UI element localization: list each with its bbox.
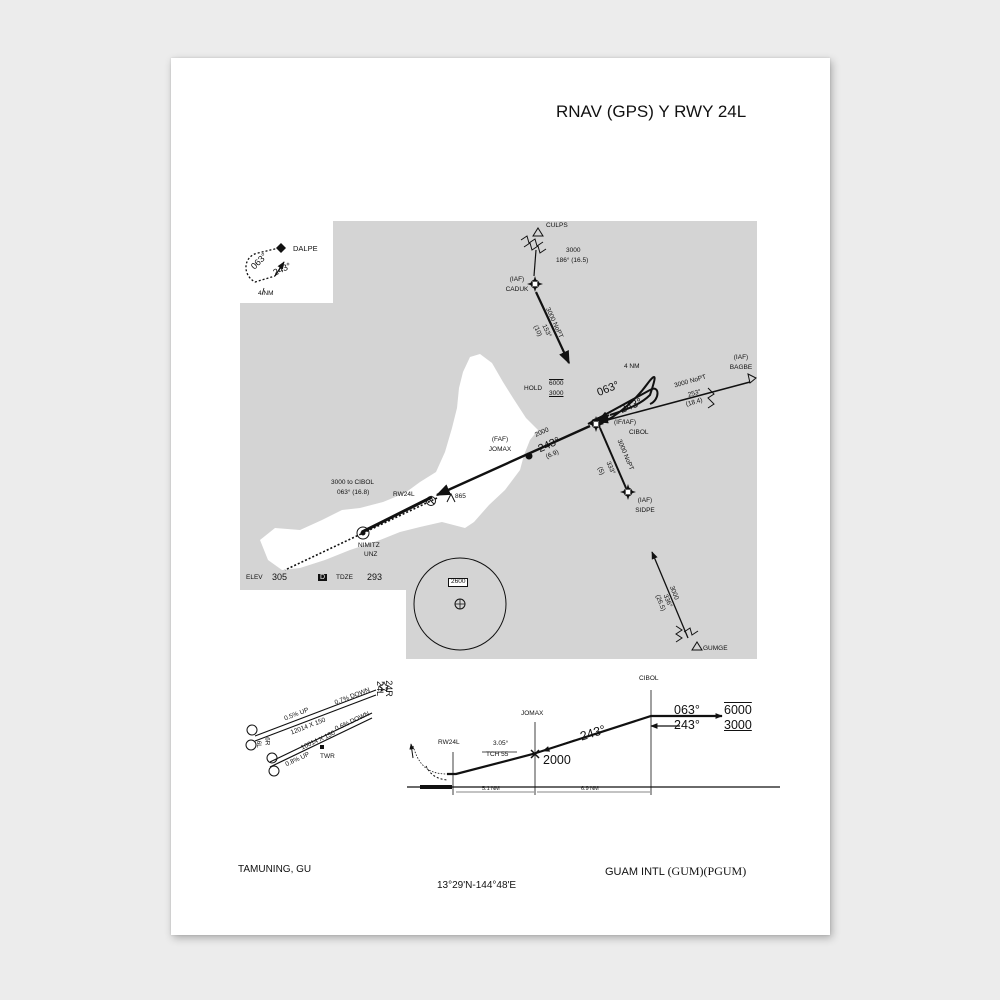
dalpe-label: DALPE: [293, 244, 318, 253]
sidpe-label: SIDPE: [635, 507, 655, 514]
sidpe-role: (IAF): [637, 497, 653, 504]
profile-runway-label: RW24L: [438, 739, 460, 746]
jomax-label: JOMAX: [488, 446, 512, 453]
nimitz-label: NIMITZ: [358, 542, 380, 549]
gumge-leg: [651, 551, 703, 651]
elev-label: ELEV: [246, 574, 263, 581]
profile-distance-1: 5.1 NM: [482, 786, 500, 792]
tdze-value: 293: [367, 572, 383, 582]
dme-symbol: D: [318, 574, 328, 581]
rwy-24l-number: 24L: [375, 680, 386, 697]
inset-leg-length: 4 NM: [258, 290, 274, 297]
tower-label: TWR: [320, 753, 335, 760]
profile-glidepath: 3.05°: [493, 740, 509, 747]
profile-tch: TCH 55: [486, 751, 509, 758]
airport-diagram: [245, 681, 390, 777]
city-label: TAMUNING, GU: [238, 864, 312, 875]
profile-min-altitude: 3000: [724, 718, 752, 732]
bagbe-role: (IAF): [733, 354, 749, 361]
obstacle-elevation: 865: [455, 493, 466, 500]
airport-name-text: GUAM INTL: [605, 866, 665, 878]
profile-jomax-label: JOMAX: [521, 710, 544, 717]
airport-coordinates: 13°29'N-144°48'E: [437, 880, 517, 891]
plan-runway-label: RW24L: [393, 491, 415, 498]
culps-altitude: 3000: [566, 247, 581, 254]
procedure-title: RNAV (GPS) Y RWY 24L: [556, 102, 747, 121]
cibol-role: (IF/IAF): [614, 419, 637, 426]
profile-cibol-label: CIBOL: [639, 675, 659, 682]
rwy-6r-number: 6R: [263, 737, 271, 746]
unz-label: UNZ: [364, 551, 378, 558]
island-landmass: [260, 354, 538, 570]
elev-value: 305: [272, 572, 288, 582]
airport-name: GUAM INTL (GUM)(PGUM): [605, 865, 746, 878]
profile-view: [407, 690, 780, 795]
missed-altitude: 3000 to CIBOL: [331, 479, 374, 486]
approach-course: [284, 373, 757, 571]
airport-identifiers: (GUM)(PGUM): [667, 864, 747, 878]
cibol-label: CIBOL: [629, 429, 649, 436]
hold-max-altitude: 6000: [549, 380, 564, 387]
jomax-role: (FAF): [491, 436, 509, 443]
caduk-label: CADUK: [505, 286, 529, 293]
tdze-label: TDZE: [336, 574, 353, 581]
hold-min-altitude: 3000: [549, 390, 564, 397]
inset-hold: [245, 243, 286, 296]
hold-leg-length: 4 NM: [624, 363, 640, 370]
culps-label: CULPS: [546, 222, 568, 229]
gumge-label: GUMGE: [703, 645, 728, 652]
hold-label: HOLD: [524, 385, 543, 392]
rwy-6l-number: 6L: [254, 740, 262, 748]
profile-course-out: 063°: [674, 703, 700, 717]
culps-course: 186° (16.5): [556, 257, 589, 264]
msa-circle: [413, 557, 507, 651]
profile-max-altitude: 6000: [724, 703, 752, 717]
bagbe-label: BAGBE: [729, 364, 753, 371]
profile-course-in: 243°: [674, 718, 700, 732]
caduk-leg: [520, 227, 570, 365]
msa-altitude: 2600: [448, 578, 469, 587]
rwy-24r-number: 24R: [383, 680, 394, 697]
missed-course: 063° (16.8): [337, 489, 370, 496]
caduk-role: (IAF): [509, 276, 525, 283]
profile-jomax-altitude: 2000: [543, 753, 571, 767]
profile-distance-2: 6.9 NM: [581, 786, 599, 792]
